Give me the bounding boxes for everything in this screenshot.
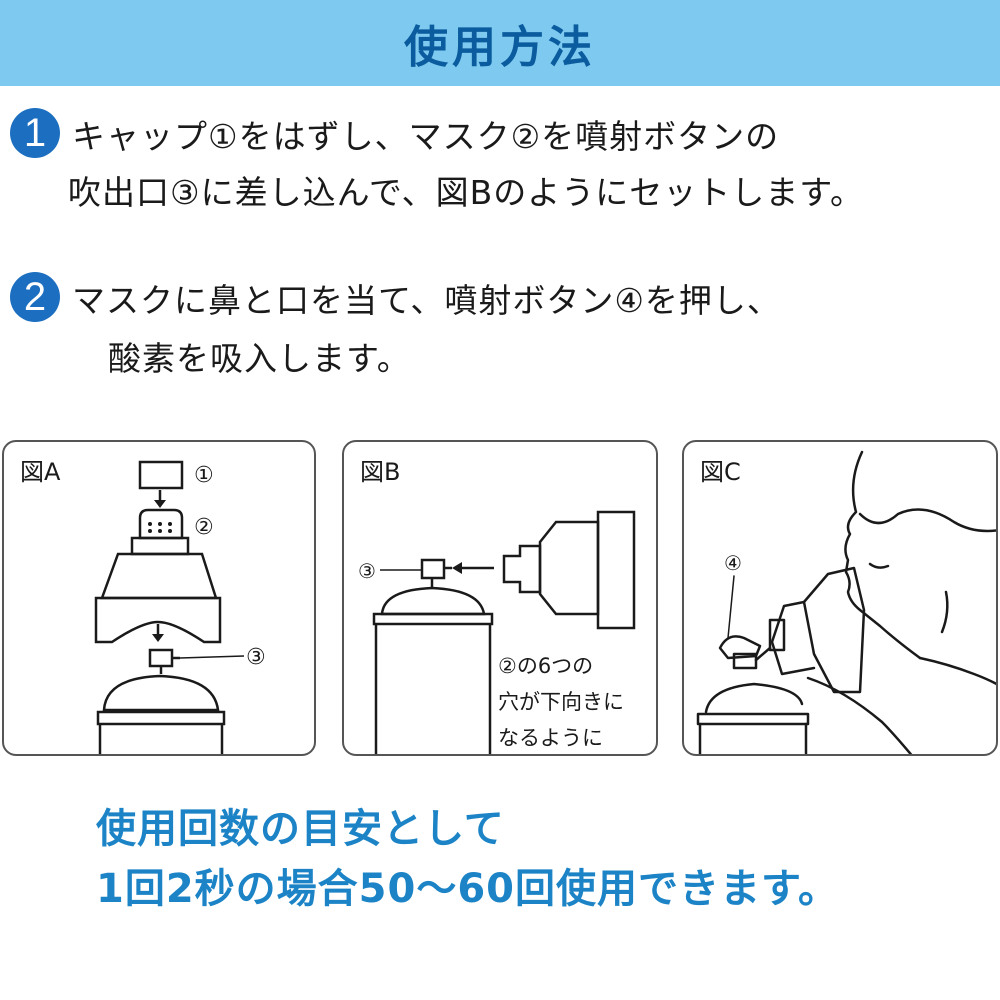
- face-profile: [844, 450, 922, 660]
- step-2-line-1: マスクに鼻と口を当て、噴射ボタン④を押し、: [72, 281, 781, 320]
- callout-3: ③: [246, 645, 266, 670]
- figure-b-panel: 図B ③ ②の6つの 穴が下向きに なるように: [342, 440, 658, 756]
- step-number-badge: 2: [10, 272, 60, 322]
- orientation-note-line-2: 穴が下向きに: [498, 690, 624, 714]
- figure-c-panel: 図C ④: [682, 440, 998, 756]
- figure-a-label: 図A: [20, 458, 61, 486]
- figure-a-panel: 図A: [2, 440, 316, 756]
- callout-1: ①: [194, 463, 214, 488]
- header-banner: 使用方法: [0, 0, 1000, 86]
- step-number-badge: 1: [10, 108, 60, 158]
- orientation-note-line-3: なるように: [498, 726, 603, 750]
- mask-tip-shape: [138, 508, 184, 540]
- usage-summary-line-2: 1回2秒の場合50〜60回使用できます。: [96, 866, 839, 912]
- figure-b-label: 図B: [360, 458, 401, 486]
- callout-2: ②: [194, 515, 214, 540]
- figure-c-illustration: ④: [696, 450, 996, 754]
- page-title: 使用方法: [404, 22, 596, 73]
- orientation-note-line-1: ②の6つの: [498, 654, 594, 678]
- step-1-line-1: キャップ①をはずし、マスク②を噴射ボタンの: [72, 117, 780, 156]
- callout-3: ③: [358, 559, 376, 583]
- figure-c-label: 図C: [700, 458, 741, 486]
- step-2-line-2: 酸素を吸入します。: [108, 339, 411, 378]
- figure-b-illustration: ③: [358, 510, 636, 754]
- usage-summary-line-1: 使用回数の目安として: [96, 806, 505, 852]
- spray-button: [718, 635, 762, 660]
- callout-4: ④: [724, 551, 742, 575]
- cap-shape: [138, 460, 184, 490]
- step-1-line-2: 吹出口③に差し込んで、図Bのようにセットします。: [68, 173, 864, 212]
- figure-a-illustration: ① ② ③: [94, 460, 266, 754]
